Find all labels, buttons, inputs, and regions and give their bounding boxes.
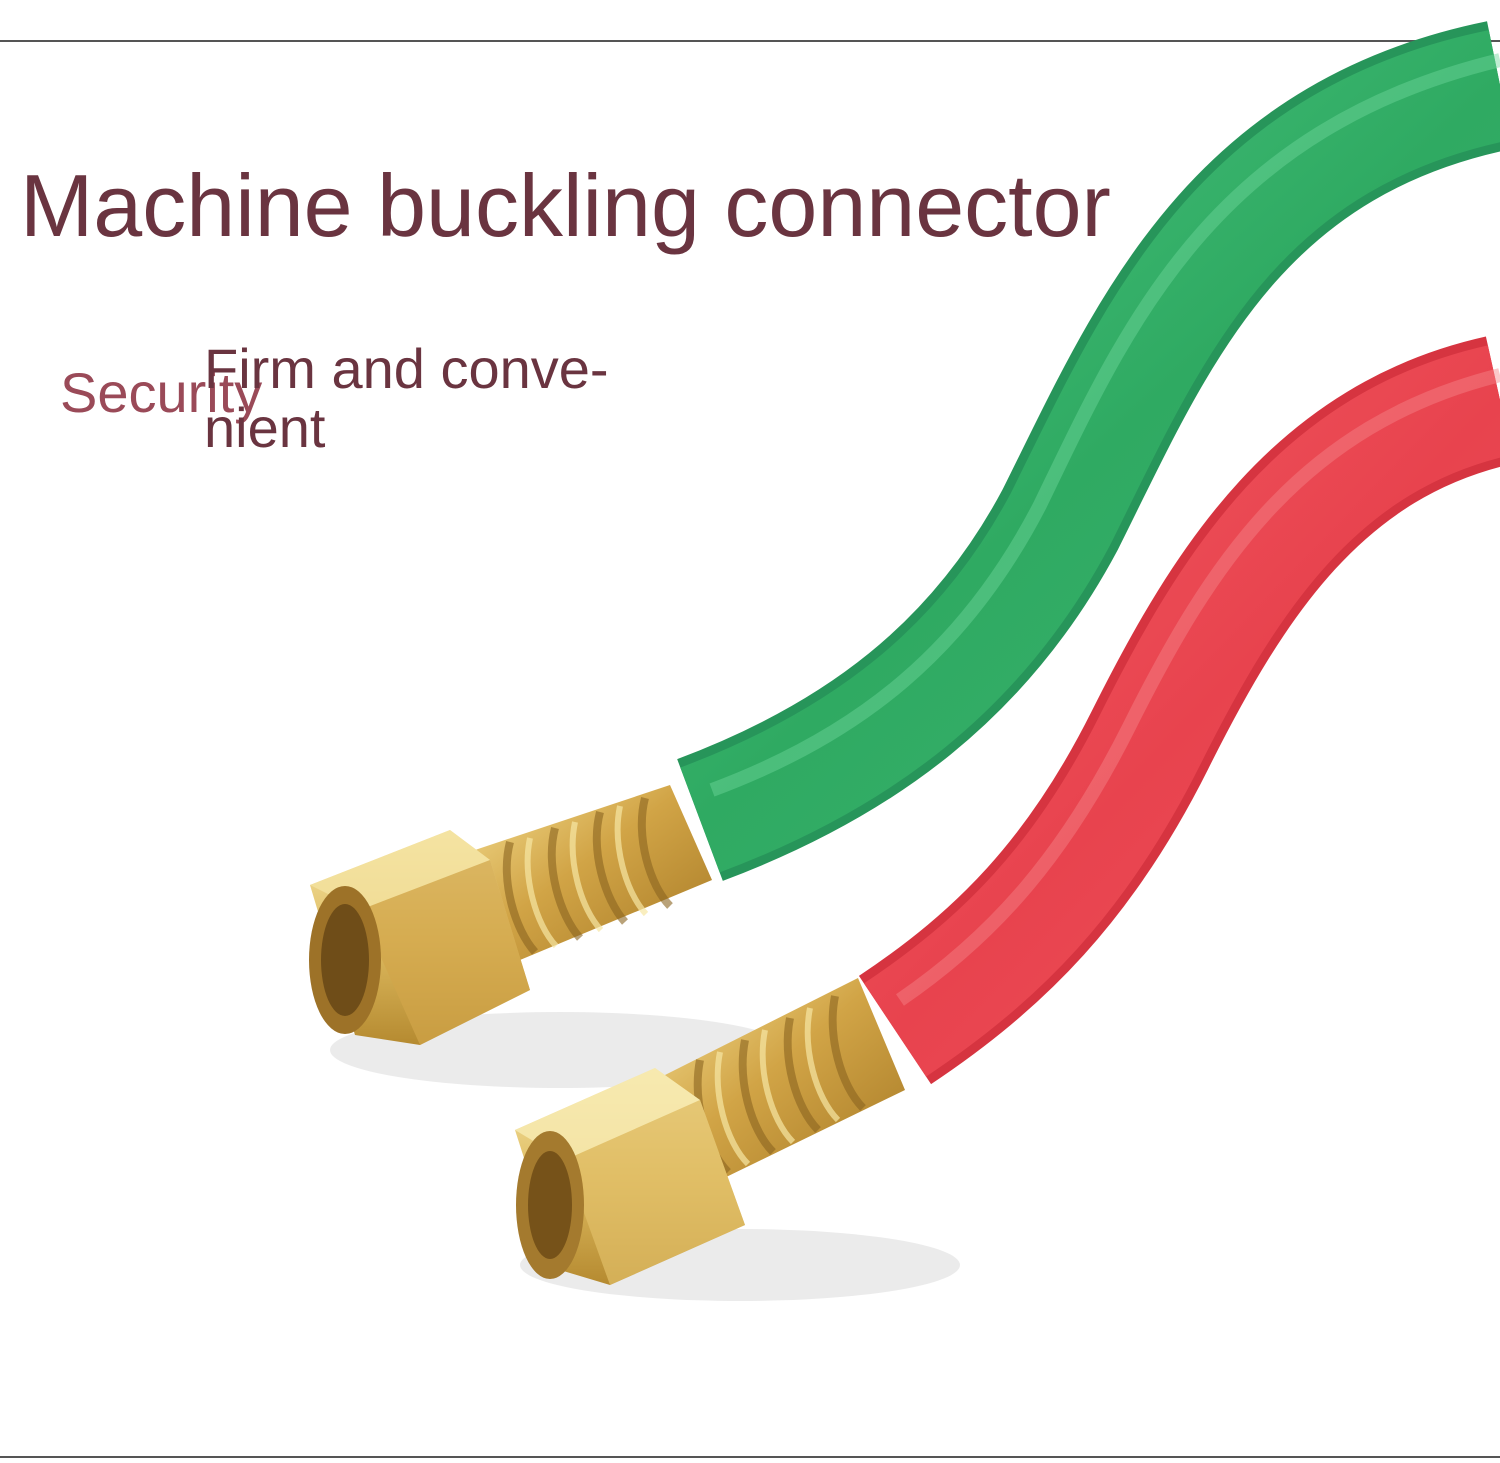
red-hose: [858, 336, 1500, 1085]
top-border-line: [0, 40, 1500, 42]
feature-firm-convenient-label: Firm and conve- nient: [204, 337, 644, 459]
green-hose: [676, 21, 1500, 881]
feature-firm-line-2: nient: [204, 395, 326, 459]
bottom-border-line: [0, 1456, 1500, 1458]
feature-firm-line-1: Firm and conve-: [204, 337, 609, 400]
feature-security-label: Security: [60, 361, 263, 424]
brass-fitting-green: [309, 785, 790, 1088]
brass-fitting-red: [515, 978, 960, 1301]
product-headline: Machine buckling connector: [20, 156, 1111, 255]
